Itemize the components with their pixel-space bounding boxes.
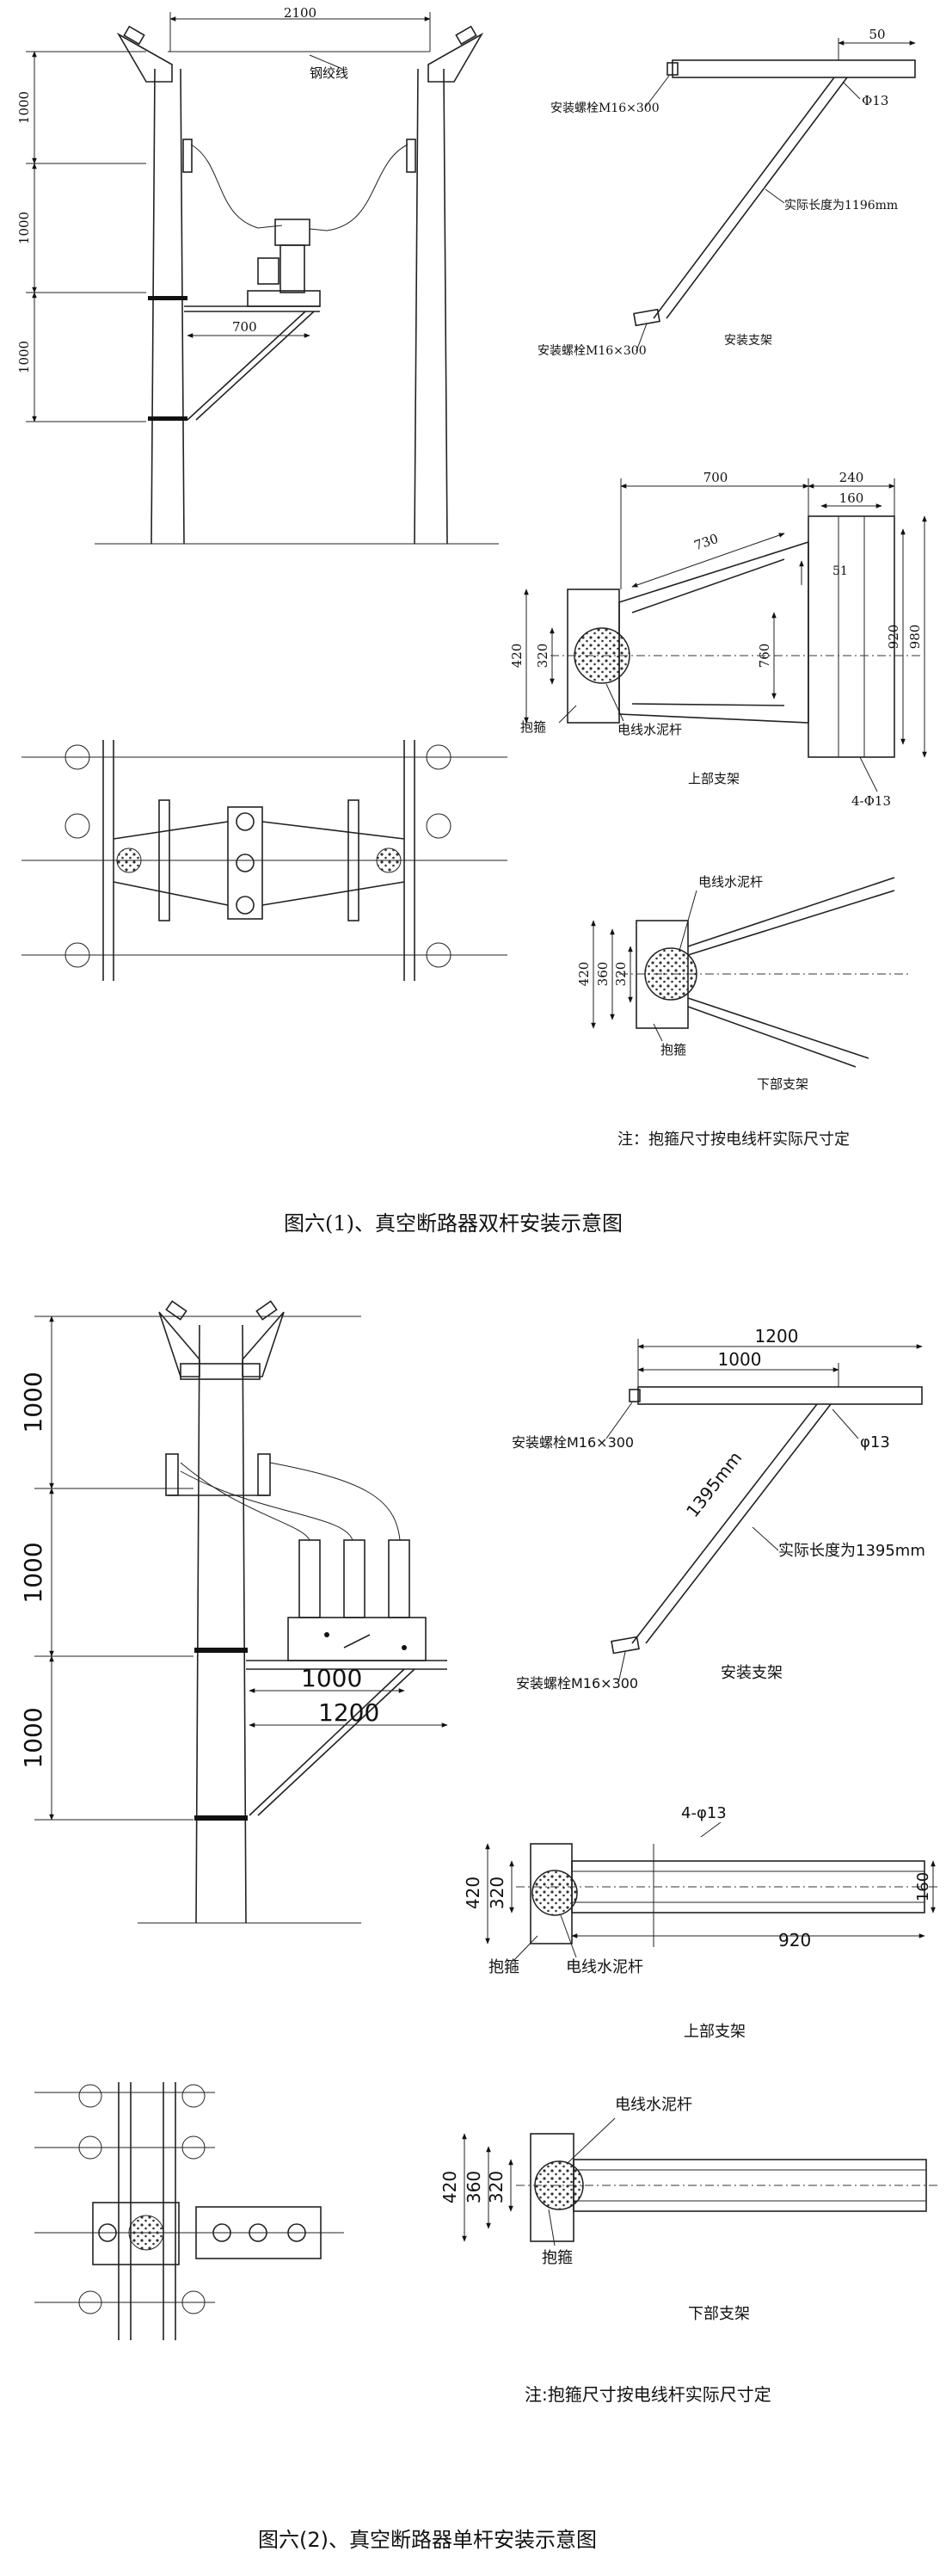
fig1-lower-bracket: 420 360 320 电线水泥杆 抱箍 下部支架 xyxy=(576,874,912,1092)
fig1-wire-label: 钢绞线 xyxy=(310,65,348,81)
fig2-bolt-bottom: 安装螺栓M16×300 xyxy=(516,1675,638,1692)
fig1-up-pole: 电线水泥杆 xyxy=(617,722,682,737)
fig1-bracket-view: 50 Φ13 安装螺栓M16×300 实际长度为1196mm 安装螺栓M16×3… xyxy=(538,27,916,358)
fig2-up-920: 920 xyxy=(778,1930,811,1950)
fig1-up-clamp: 抱箍 xyxy=(520,719,546,735)
fig2-br-length: 实际长度为1395mm xyxy=(778,1542,925,1560)
fig1-up-holes: 4-Φ13 xyxy=(851,793,891,809)
fig1-caption: 图六(1)、真空断路器双杆安装示意图 xyxy=(284,1211,623,1236)
fig1-bracket-hole: Φ13 xyxy=(862,93,888,108)
fig2-up-160: 160 xyxy=(914,1872,932,1901)
fig1-up-160: 160 xyxy=(839,490,864,506)
fig1-up-51: 51 xyxy=(832,564,848,578)
fig1-bracket-length: 实际长度为1196mm xyxy=(784,199,898,213)
fig2-height-2: 1000 xyxy=(19,1542,47,1603)
fig1-elevation-view: 2100 钢绞线 700 xyxy=(16,5,499,545)
fig1-low-320: 320 xyxy=(613,962,629,987)
fig1-bolt-bottom: 安装螺栓M16×300 xyxy=(538,344,647,358)
fig2-bracket-view: 1200 1000 安装螺栓M16×300 φ13 1395mm 实际长度为13… xyxy=(512,1326,925,1692)
fig1-low-360: 360 xyxy=(595,962,611,987)
fig1-up-920: 920 xyxy=(886,625,901,650)
fig1-up-title: 上部支架 xyxy=(688,771,740,786)
fig1-bolt-top: 安装螺栓M16×300 xyxy=(550,102,660,115)
fig2-upper-bracket: 4-φ13 420 320 160 920 抱箍 电线水泥杆 上部支架 xyxy=(463,1804,937,2041)
fig2-note: 注:抱箍尺寸按电线杆实际尺寸定 xyxy=(525,2384,771,2405)
fig1-bracket-title: 安装支架 xyxy=(724,334,772,348)
fig1-plan-view xyxy=(22,740,507,981)
fig2-low-360: 360 xyxy=(464,2171,484,2203)
fig2-up-320: 320 xyxy=(487,1877,507,1909)
fig2-br-title: 安装支架 xyxy=(721,1664,783,1682)
fig2-up-clamp: 抱箍 xyxy=(488,1958,519,1976)
fig1-low-pole: 电线水泥杆 xyxy=(698,874,763,890)
fig1-up-980: 980 xyxy=(907,625,923,650)
fig2-br-hole: φ13 xyxy=(860,1433,890,1451)
fig2-height-3: 1000 xyxy=(19,1707,47,1768)
figure1-double-pole: 2100 钢绞线 700 xyxy=(16,5,927,1236)
fig2-br-1200: 1200 xyxy=(755,1326,799,1347)
fig1-low-420: 420 xyxy=(576,962,592,987)
fig1-up-240: 240 xyxy=(839,470,864,485)
fig1-height-3: 1000 xyxy=(16,341,32,373)
fig2-up-holes: 4-φ13 xyxy=(681,1804,727,1822)
fig2-height-1: 1000 xyxy=(19,1371,47,1433)
fig1-up-320: 320 xyxy=(535,644,550,669)
fig1-height-2: 1000 xyxy=(16,212,32,244)
fig2-low-420: 420 xyxy=(439,2171,460,2203)
fig2-plan-view xyxy=(34,2082,344,2340)
figure2-single-pole: 1000 1200 1000 1000 1000 1200 1000 xyxy=(19,1300,937,2552)
fig1-note: 注：抱箍尺寸按电线杆实际尺寸定 xyxy=(617,1131,850,1149)
fig1-upper-bracket: 700 240 160 730 51 420 320 760 920 980 抱… xyxy=(509,470,927,809)
fig2-br-diag: 1395mm xyxy=(682,1447,746,1521)
fig2-up-title: 上部支架 xyxy=(684,2023,746,2041)
fig2-low-320: 320 xyxy=(486,2171,507,2203)
fig1-up-730: 730 xyxy=(692,531,721,553)
fig2-elevation-view: 1000 1200 1000 1000 1000 xyxy=(19,1300,448,1924)
fig1-bracket-50: 50 xyxy=(869,27,885,42)
fig2-br-1000: 1000 xyxy=(718,1349,762,1370)
fig1-up-760: 760 xyxy=(757,644,772,669)
fig2-up-420: 420 xyxy=(463,1877,483,1909)
fig2-caption: 图六(2)、真空断路器单杆安装示意图 xyxy=(258,2528,597,2552)
fig1-span-dim: 2100 xyxy=(284,5,316,21)
fig1-height-1: 1000 xyxy=(16,91,32,124)
fig2-low-title: 下部支架 xyxy=(688,2305,750,2323)
fig1-up-700: 700 xyxy=(703,470,728,485)
fig1-low-clamp: 抱箍 xyxy=(660,1042,686,1057)
fig1-arm-dim: 700 xyxy=(232,319,257,335)
fig1-up-420: 420 xyxy=(509,644,525,669)
fig2-lower-bracket: 420 360 320 电线水泥杆 抱箍 下部支架 xyxy=(439,2096,937,2323)
fig2-bolt-top: 安装螺栓M16×300 xyxy=(512,1434,634,1451)
fig2-arm-1000: 1000 xyxy=(301,1664,362,1692)
fig2-low-clamp: 抱箍 xyxy=(542,2249,573,2267)
fig2-arm-1200: 1200 xyxy=(318,1698,379,1727)
fig2-up-pole: 电线水泥杆 xyxy=(566,1958,643,1976)
fig2-low-pole: 电线水泥杆 xyxy=(615,2096,692,2114)
fig1-low-title: 下部支架 xyxy=(757,1076,808,1092)
fig2-breaker xyxy=(287,1539,427,1661)
